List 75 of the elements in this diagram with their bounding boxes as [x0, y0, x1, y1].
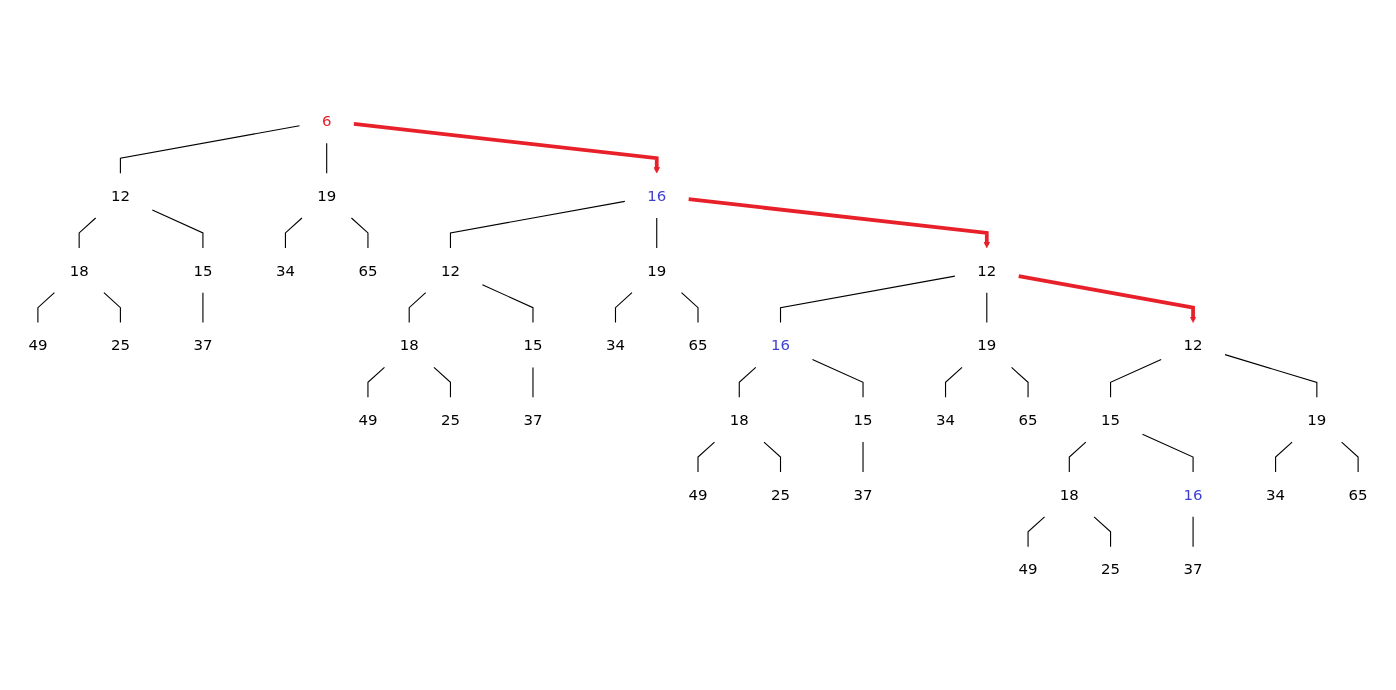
node-text: 34: [605, 336, 625, 354]
connector: [481, 284, 534, 324]
node-text: 25: [440, 410, 460, 429]
node-text: 16: [1183, 485, 1203, 504]
arrow: [688, 197, 991, 249]
connector: [433, 366, 451, 398]
node-text: 15: [523, 336, 543, 354]
node-text: 19: [317, 186, 337, 205]
connector: [449, 200, 626, 249]
node-text: 37: [1183, 560, 1203, 579]
connector: [738, 366, 757, 398]
node-text: 12: [1183, 336, 1203, 354]
connector: [656, 217, 658, 249]
node-text: 19: [647, 261, 667, 280]
node-text: 34: [275, 261, 295, 280]
node-text: 34: [936, 410, 956, 429]
node-text: 18: [399, 336, 419, 354]
connector: [614, 292, 633, 324]
node-text: 18: [729, 410, 749, 429]
connector: [680, 292, 699, 324]
node-text: 49: [688, 485, 708, 504]
connector: [1093, 516, 1112, 548]
connector: [1027, 516, 1046, 548]
connector: [1275, 441, 1293, 473]
node-text: 25: [771, 485, 791, 504]
node-text: 16: [771, 336, 791, 354]
node-text: 15: [1101, 410, 1121, 429]
connector: [1224, 354, 1318, 398]
connector: [326, 142, 328, 174]
connector: [1068, 441, 1087, 473]
node-text: 34: [1266, 485, 1286, 504]
node-text: 49: [28, 336, 48, 354]
connector: [1110, 358, 1162, 398]
connector: [103, 292, 121, 324]
node-text: 49: [1018, 560, 1038, 579]
connector: [763, 441, 782, 473]
connector: [697, 441, 716, 473]
connector: [408, 292, 427, 324]
connector: [37, 292, 55, 324]
node-text: 19: [977, 336, 997, 354]
connector: [1141, 433, 1194, 473]
node-text: 18: [1059, 485, 1079, 504]
node-text: 6: [321, 111, 332, 130]
node-text: 37: [523, 410, 543, 429]
node-text: 16: [647, 186, 667, 205]
node-text: 65: [1018, 410, 1038, 429]
connector: [350, 217, 369, 249]
node-text: 25: [1101, 560, 1121, 579]
node-text: 15: [853, 410, 873, 429]
arrow: [353, 122, 661, 174]
node-text: 65: [1348, 485, 1368, 504]
connector: [151, 209, 204, 249]
connector: [367, 366, 385, 398]
connector: [779, 275, 956, 324]
node-text: 15: [193, 261, 213, 280]
node-text: 65: [688, 336, 708, 354]
connector: [986, 292, 988, 324]
connector: [945, 366, 963, 398]
connector: [119, 125, 301, 174]
node-text: 12: [440, 261, 460, 280]
arrow: [1018, 274, 1197, 323]
node-text: 25: [110, 336, 130, 354]
connector: [284, 217, 303, 249]
node-text: 37: [193, 336, 213, 354]
node-text: 18: [69, 261, 89, 280]
node-text: 65: [358, 261, 378, 280]
connector: [78, 217, 97, 249]
connector: [811, 358, 864, 398]
node-text: 12: [977, 261, 997, 280]
connector: [1341, 441, 1359, 473]
node-text: 49: [358, 410, 378, 429]
node-text: 37: [853, 485, 873, 504]
node-text: 12: [110, 186, 130, 205]
node-text: 19: [1307, 410, 1327, 429]
connector: [1011, 366, 1029, 398]
